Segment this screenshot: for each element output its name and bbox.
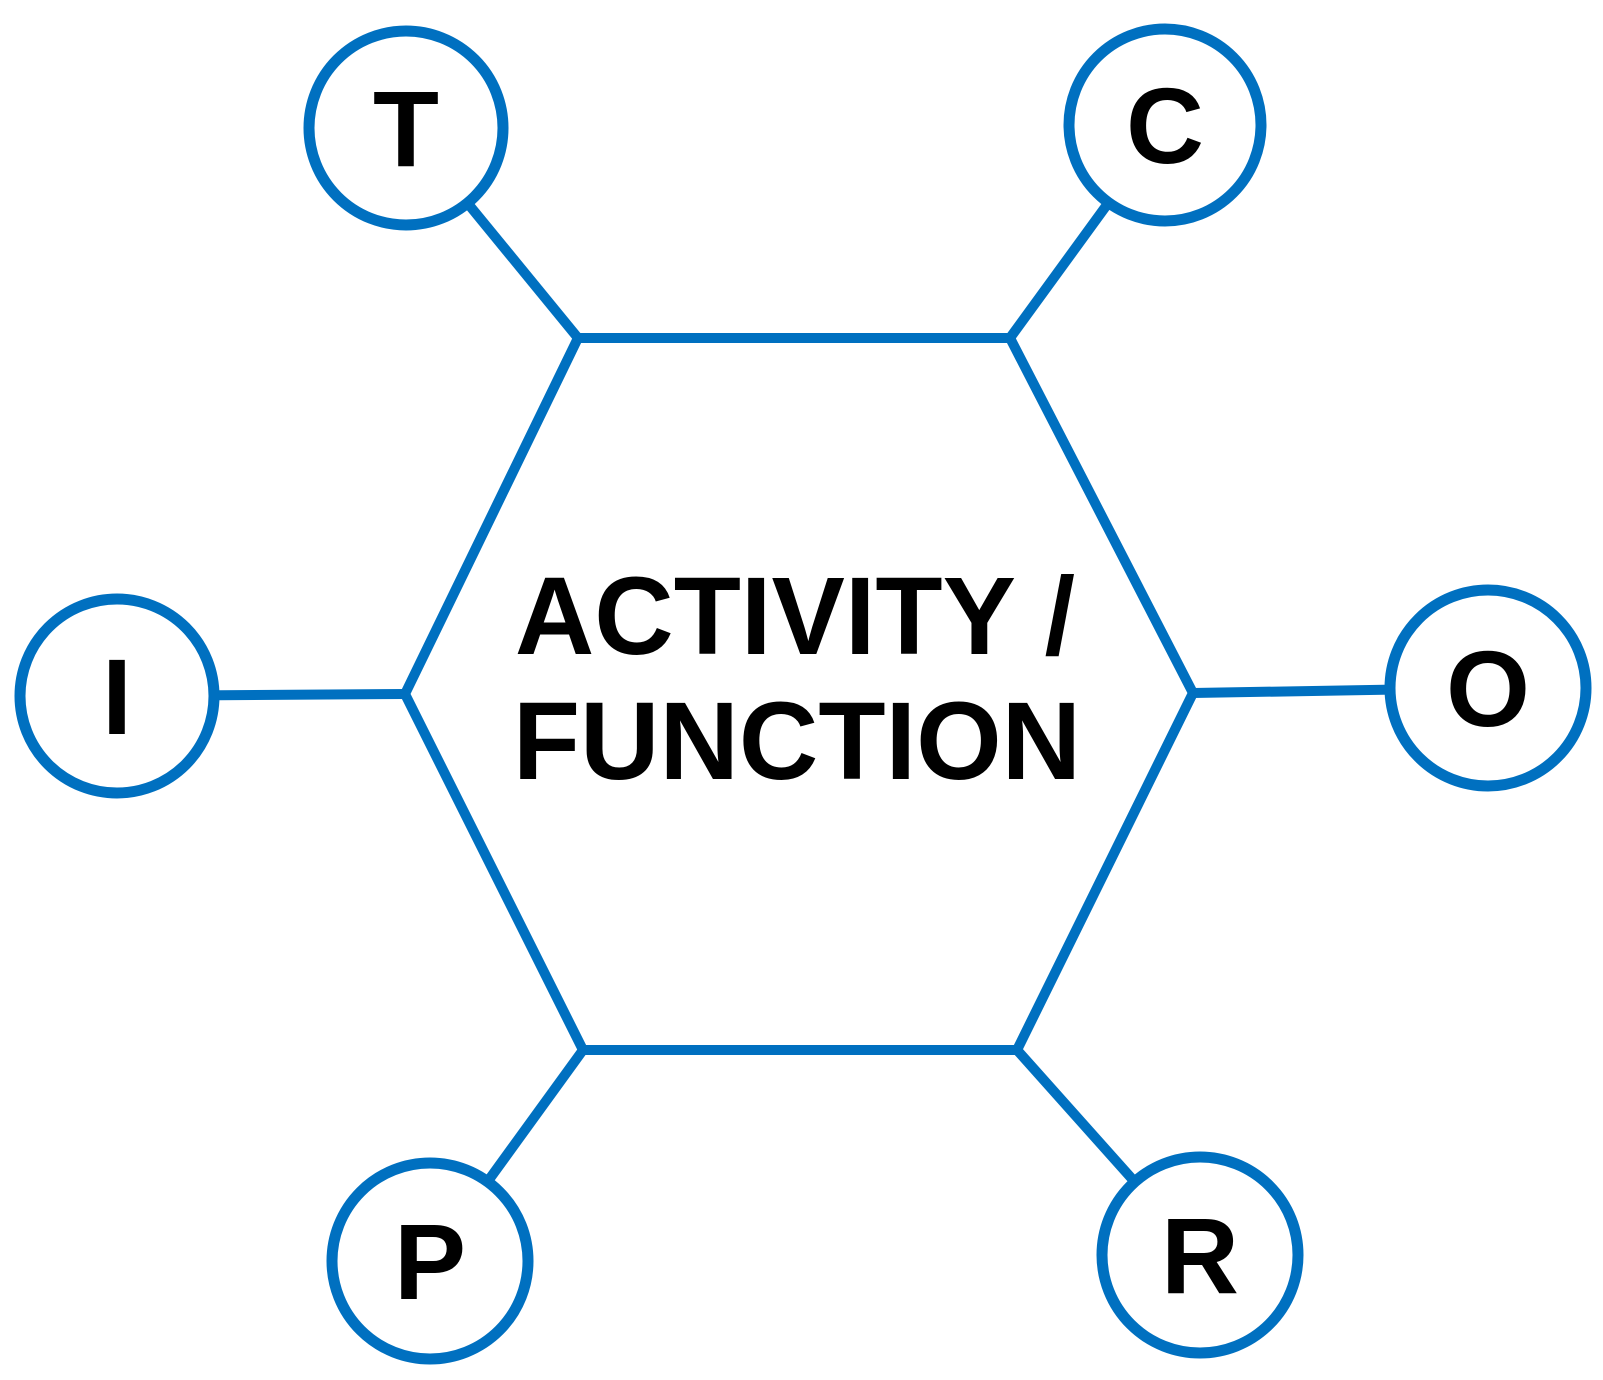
node-circle-o bbox=[1384, 584, 1592, 792]
node-letter-p: P bbox=[394, 1201, 466, 1322]
node-circle-r bbox=[1096, 1151, 1304, 1359]
center-label-line1: ACTIVITY / bbox=[515, 555, 1075, 678]
node-circle-i bbox=[14, 593, 220, 799]
node-letter-r: R bbox=[1161, 1195, 1239, 1316]
node-letter-o: O bbox=[1446, 628, 1530, 749]
node-letter-t: T bbox=[373, 68, 439, 189]
center-label-line2: FUNCTION bbox=[513, 680, 1081, 803]
node-letter-c: C bbox=[1126, 65, 1204, 186]
node-circle-c bbox=[1063, 23, 1267, 227]
node-circle-t bbox=[303, 25, 509, 231]
node-circle-p bbox=[326, 1157, 534, 1365]
node-letter-i: I bbox=[102, 636, 132, 757]
